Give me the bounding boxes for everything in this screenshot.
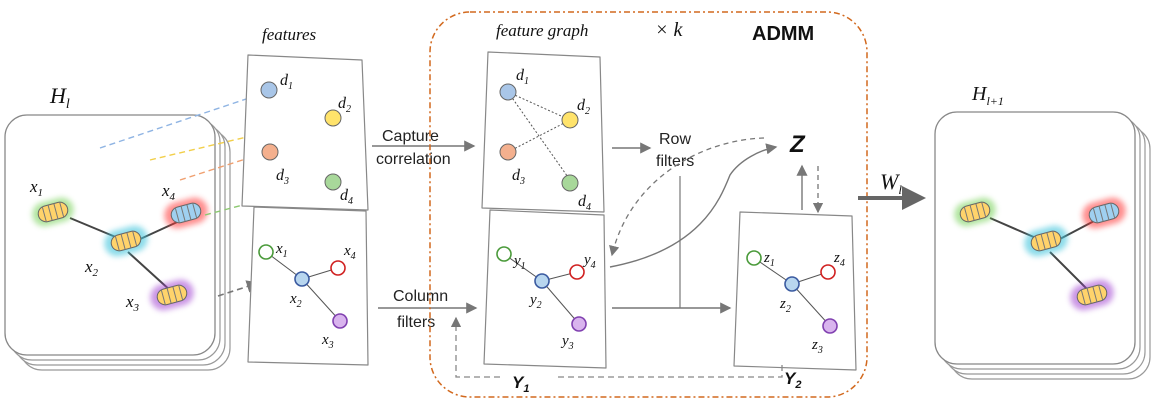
- x-graph-label-x3: x3: [321, 332, 334, 351]
- fg-node-d4: [561, 174, 579, 192]
- row-label-2: filters: [656, 153, 694, 170]
- z-graph-label-z2: z2: [779, 296, 791, 315]
- y1-label: Y1: [512, 373, 529, 395]
- x-graph-label-x2: x2: [289, 291, 302, 310]
- z-graph-node-z1: [746, 250, 762, 266]
- w-l-label: Wl: [880, 169, 902, 197]
- node-graph-x-panel: [247, 206, 369, 366]
- capture-label-1: Capture: [382, 128, 439, 145]
- feature-graph-title: feature graph: [496, 21, 588, 40]
- z-graph-node-z2: [784, 276, 800, 292]
- z-graph-node-z4: [820, 264, 836, 280]
- admm-label: ADMM: [752, 23, 814, 45]
- feature-node-d4: [324, 173, 342, 191]
- capsule-x3: [150, 279, 194, 311]
- x-graph-node-x3: [332, 313, 348, 329]
- fg-label-d3: d3: [512, 167, 525, 187]
- node-graph-z-panel: [733, 211, 857, 371]
- h-l1-label: Hl+1: [971, 83, 1004, 108]
- feature-node-d1: [260, 81, 278, 99]
- capsule-x1: [32, 197, 74, 227]
- z-graph-label-z3: z3: [811, 337, 823, 356]
- z-graph-node-z3: [822, 318, 838, 334]
- feature-label-d4: d4: [340, 187, 353, 207]
- y2-label: Y2: [784, 369, 801, 391]
- feature-label-d3: d3: [276, 167, 289, 187]
- y-graph-label-y1: y1: [512, 253, 526, 272]
- capsule-x2: [104, 225, 148, 257]
- feature-label-d2: d2: [338, 95, 351, 115]
- fg-label-d2: d2: [577, 97, 590, 117]
- node-label-x4: x4: [161, 181, 176, 203]
- feature-node-d2: [324, 109, 342, 127]
- fg-node-d2: [561, 111, 579, 129]
- z-graph-label-z4: z4: [833, 250, 845, 269]
- y-graph-node-y3: [571, 316, 587, 332]
- capture-label-2: correlation: [376, 151, 451, 168]
- x-graph-label-x1: x1: [275, 241, 288, 260]
- fg-label-d4: d4: [578, 193, 591, 213]
- feature-graph-panel: [481, 51, 605, 213]
- z-graph-label-z1: z1: [763, 250, 775, 269]
- fg-node-d1: [499, 83, 517, 101]
- out-capsule-2: [1024, 225, 1068, 257]
- h-l-label: Hl: [49, 83, 70, 112]
- out-capsule-1: [954, 197, 996, 227]
- row-label-1: Row: [659, 131, 691, 148]
- x-graph-node-x4: [330, 260, 346, 276]
- capsule-x4: [164, 197, 208, 229]
- y-graph-node-y1: [496, 246, 512, 262]
- node-graph-y-panel: [483, 209, 607, 369]
- admm-box: [429, 11, 868, 398]
- fg-node-d3: [499, 143, 517, 161]
- node-label-x2: x2: [84, 257, 99, 279]
- out-capsule-4: [1082, 197, 1126, 229]
- features-title: features: [262, 25, 317, 44]
- feature-node-d3: [261, 143, 279, 161]
- node-label-x3: x3: [125, 292, 140, 314]
- x-graph-node-x1: [258, 244, 274, 260]
- column-label-2: filters: [397, 314, 435, 331]
- z-label: Z: [789, 131, 806, 158]
- x-graph-node-x2: [294, 271, 310, 287]
- x-graph-label-x4: x4: [343, 243, 356, 262]
- y-graph-label-y4: y4: [582, 252, 596, 271]
- column-label-1: Column: [393, 288, 448, 305]
- y-graph-node-y4: [569, 264, 585, 280]
- feature-label-d1: d1: [280, 72, 293, 92]
- iterations-label: × k: [655, 19, 683, 41]
- y-graph-label-y3: y3: [560, 333, 574, 352]
- features-panel: [241, 54, 369, 211]
- out-capsule-3: [1070, 279, 1114, 311]
- node-label-x1: x1: [29, 177, 43, 199]
- y-graph-label-y2: y2: [528, 292, 542, 311]
- fg-label-d1: d1: [516, 67, 529, 87]
- y-graph-node-y2: [534, 273, 550, 289]
